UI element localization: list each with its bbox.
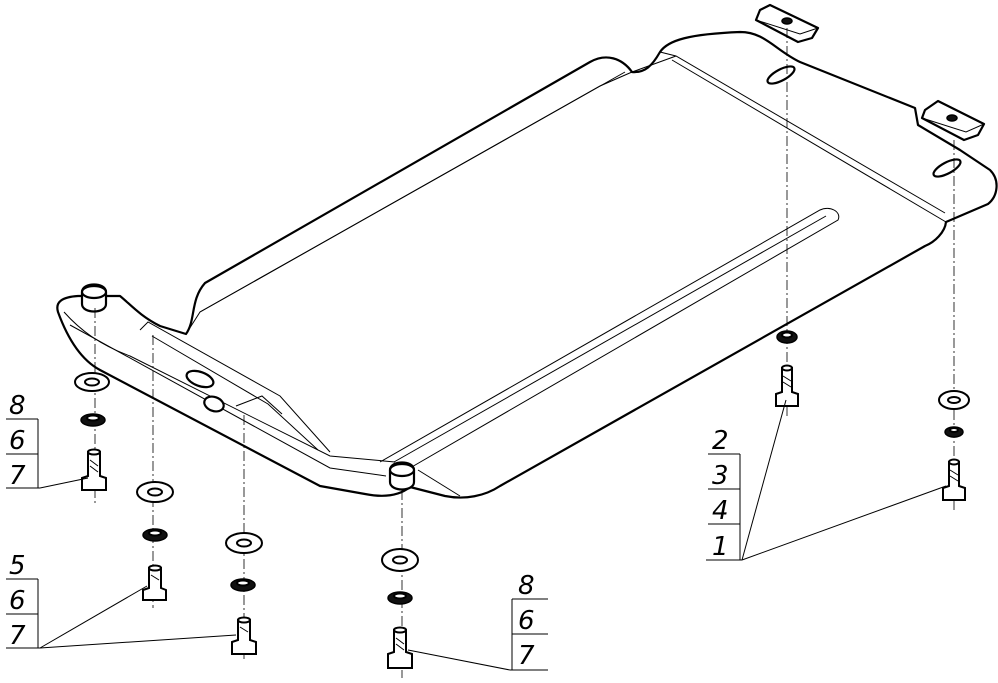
callout-number: 7 <box>9 621 26 651</box>
bolt <box>81 451 107 491</box>
callout-number: 7 <box>518 641 535 671</box>
callout-number: 6 <box>9 426 26 456</box>
bolt <box>942 461 966 501</box>
skid-plate <box>56 30 998 499</box>
hardware-stack-left-middle <box>136 481 174 601</box>
hardware-stack-rear-left <box>775 330 799 407</box>
callout-number: 2 <box>712 426 729 456</box>
callout-left-top: 8 6 7 <box>6 391 89 491</box>
callout-number: 5 <box>9 551 26 581</box>
nut-plate-right <box>920 99 986 142</box>
callout-number: 3 <box>712 461 729 491</box>
callout-right: 2 3 4 1 <box>706 399 947 562</box>
callout-number: 8 <box>9 391 26 421</box>
bolt <box>775 367 799 407</box>
bolt <box>231 619 257 655</box>
callout-number: 8 <box>518 571 535 601</box>
callout-left-bottom: 5 6 7 <box>6 551 237 651</box>
bolt <box>387 629 413 669</box>
bolt <box>142 567 167 601</box>
hardware-stack-center-left <box>225 532 263 655</box>
callout-number: 4 <box>712 496 729 526</box>
hardware-stack-rear-right <box>938 390 970 501</box>
callout-number: 1 <box>712 532 729 562</box>
nut-plate-top <box>754 3 820 44</box>
hardware-stack-left-front <box>74 372 110 491</box>
callout-number: 7 <box>9 461 26 491</box>
callout-bottom-center: 8 6 7 <box>407 571 548 671</box>
callout-number: 6 <box>518 606 535 636</box>
hardware-stack-center <box>381 548 419 669</box>
callout-number: 6 <box>9 586 26 616</box>
